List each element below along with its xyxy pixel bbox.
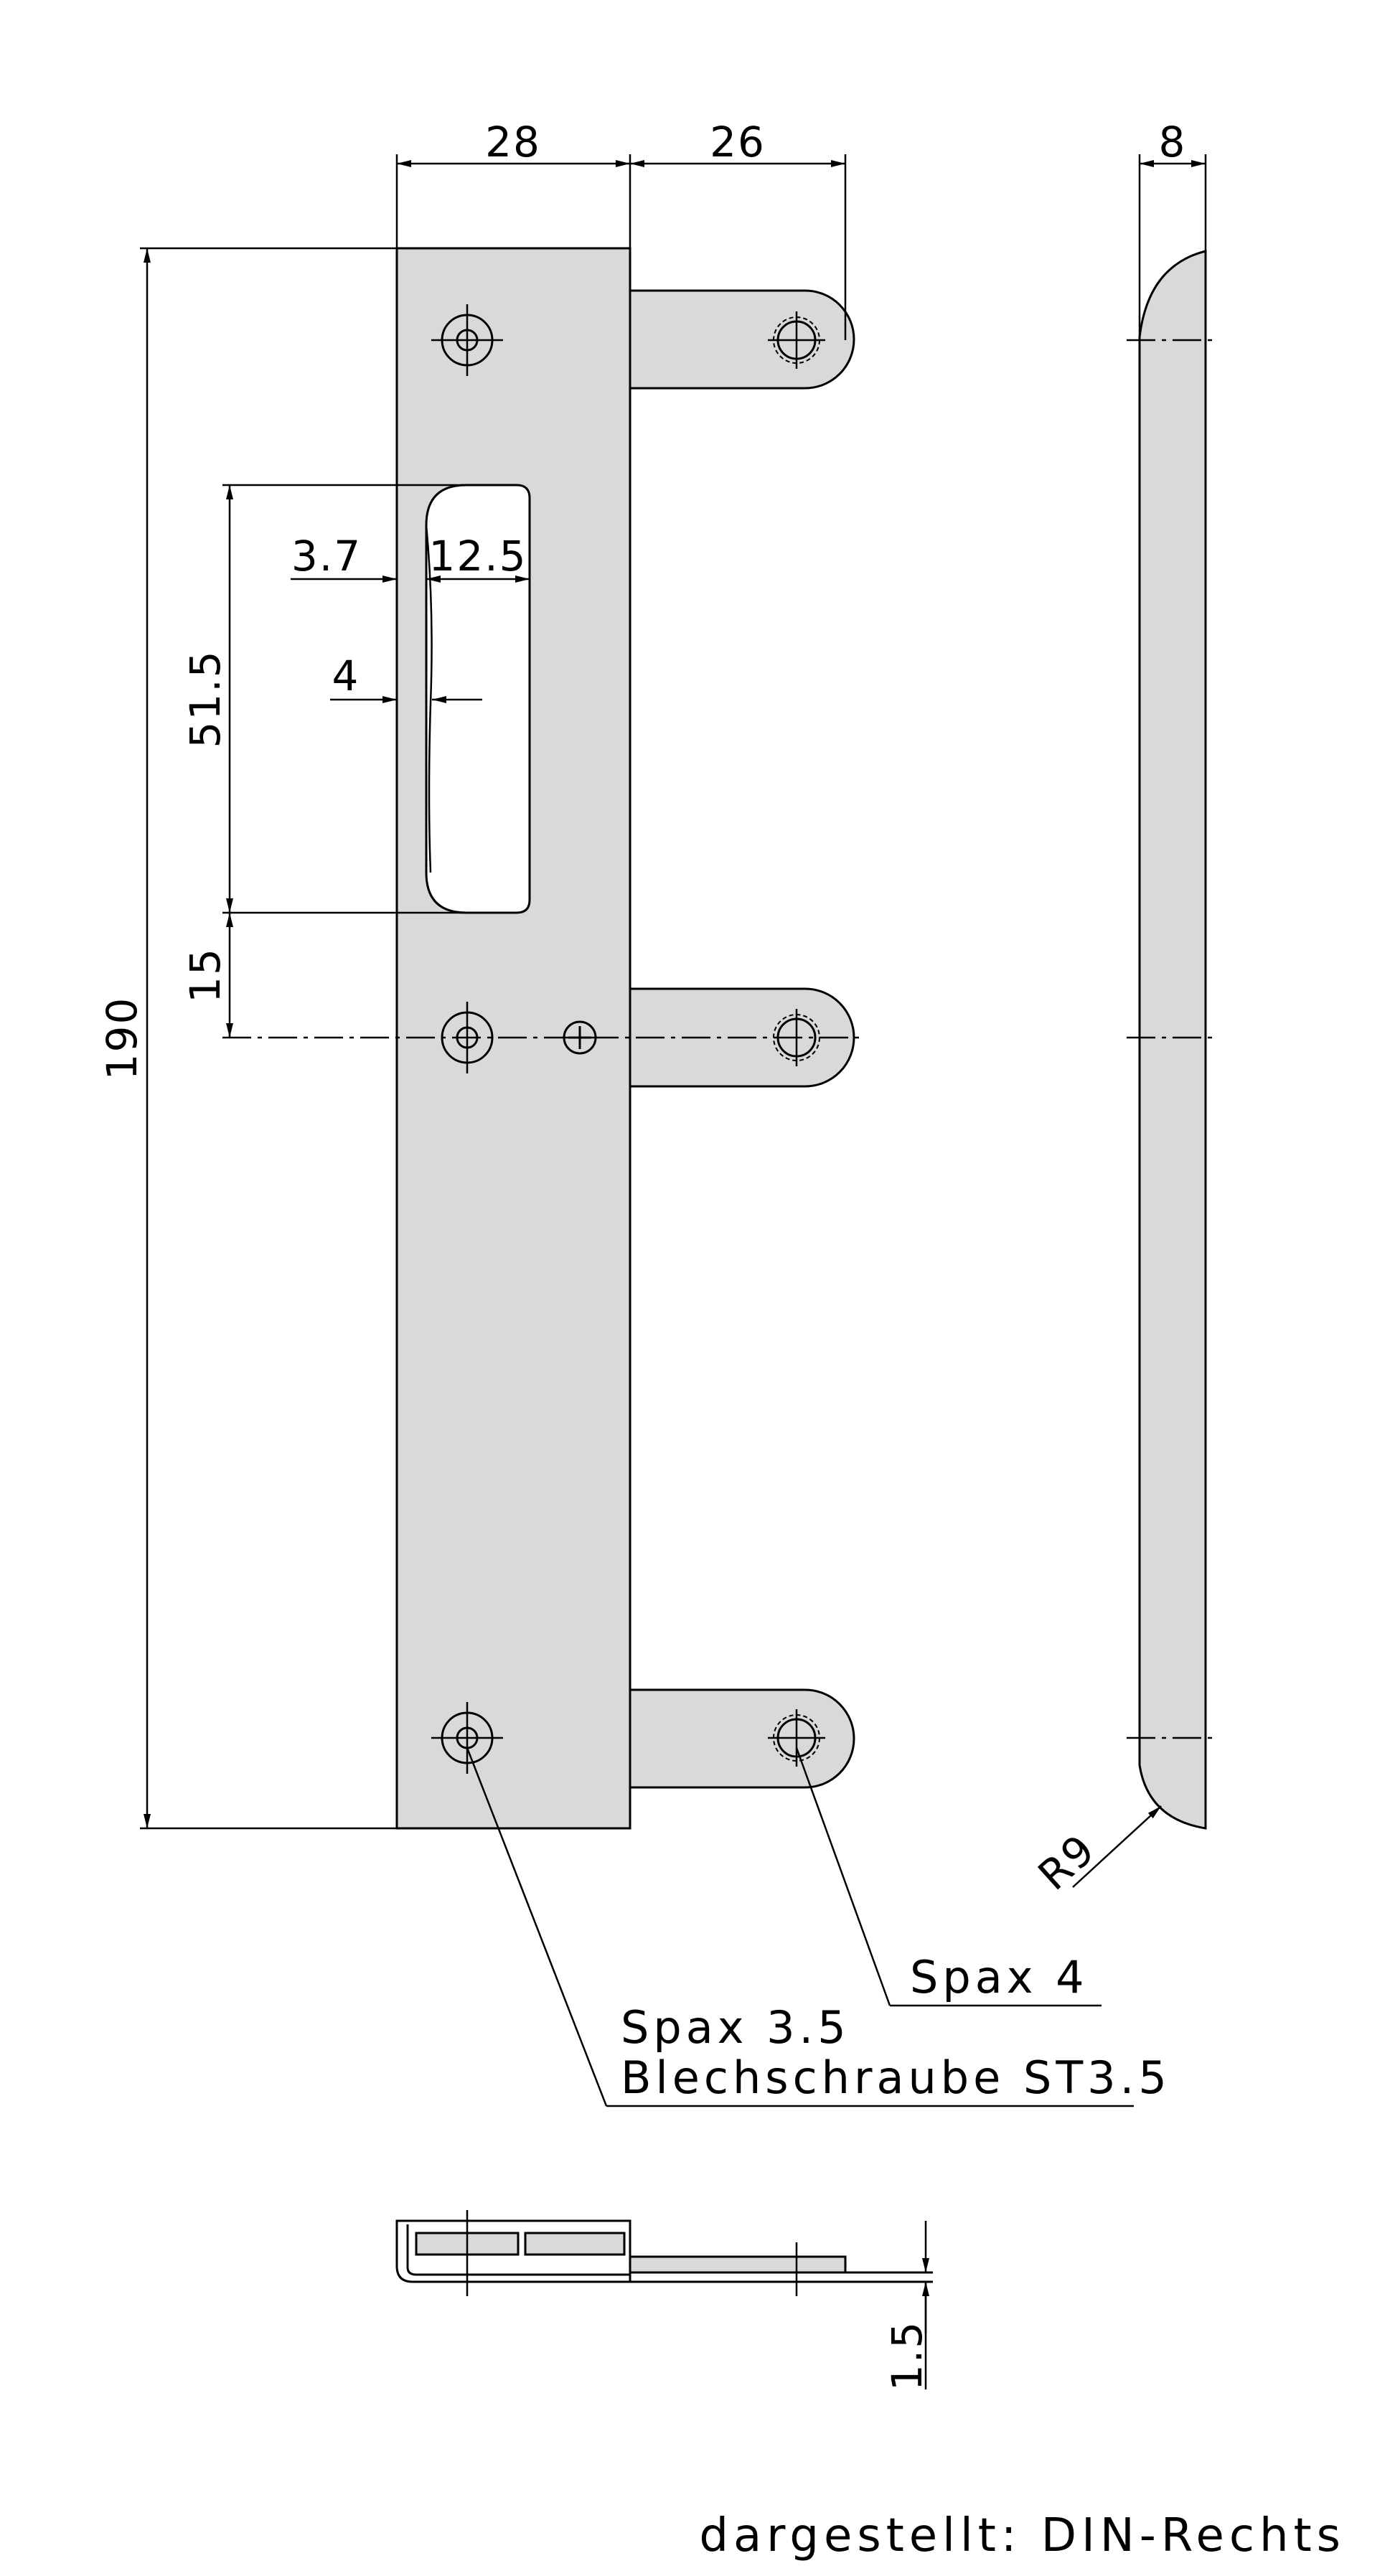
label-spax-3-5: Spax 3.5 bbox=[621, 2001, 850, 2054]
tab-top bbox=[629, 289, 855, 390]
dim-slot-height: 51.5 bbox=[181, 649, 230, 748]
tab-hole-top bbox=[768, 311, 825, 369]
screw-leaders bbox=[466, 1747, 1134, 2107]
view-note: dargestellt: DIN-Rechts bbox=[699, 2509, 1346, 2562]
dim-radius: R9 bbox=[1029, 1825, 1105, 1900]
dim-slot-depth: 4 bbox=[332, 652, 360, 700]
tab-hole-bottom bbox=[768, 1709, 825, 1767]
dim-slot-width: 12.5 bbox=[428, 532, 527, 580]
label-blechschraube: Blechschraube ST3.5 bbox=[621, 2051, 1171, 2104]
side-profile bbox=[1138, 250, 1207, 1830]
screw-hole-top bbox=[431, 304, 503, 376]
dimension-lines bbox=[140, 154, 847, 1830]
dim-slot-offset: 15 bbox=[181, 947, 230, 1003]
dimension-texts: 28 26 190 51.5 15 3.7 12.5 4 bbox=[98, 118, 766, 1081]
dim-slot-edge: 3.7 bbox=[291, 532, 362, 580]
dim-side-thickness: 8 bbox=[1159, 118, 1187, 166]
bottom-view: 1.5 bbox=[395, 2210, 933, 2391]
side-view: 8 R9 bbox=[1029, 118, 1216, 1900]
dim-plate-thickness: 1.5 bbox=[883, 2321, 931, 2391]
tab-bottom bbox=[629, 1688, 855, 1789]
dim-tab-length: 26 bbox=[710, 118, 766, 166]
dim-total-height: 190 bbox=[98, 997, 146, 1081]
label-spax-4: Spax 4 bbox=[910, 1951, 1089, 2003]
screw-hole-bottom bbox=[431, 1702, 503, 1774]
dim-plate-width: 28 bbox=[485, 118, 541, 166]
